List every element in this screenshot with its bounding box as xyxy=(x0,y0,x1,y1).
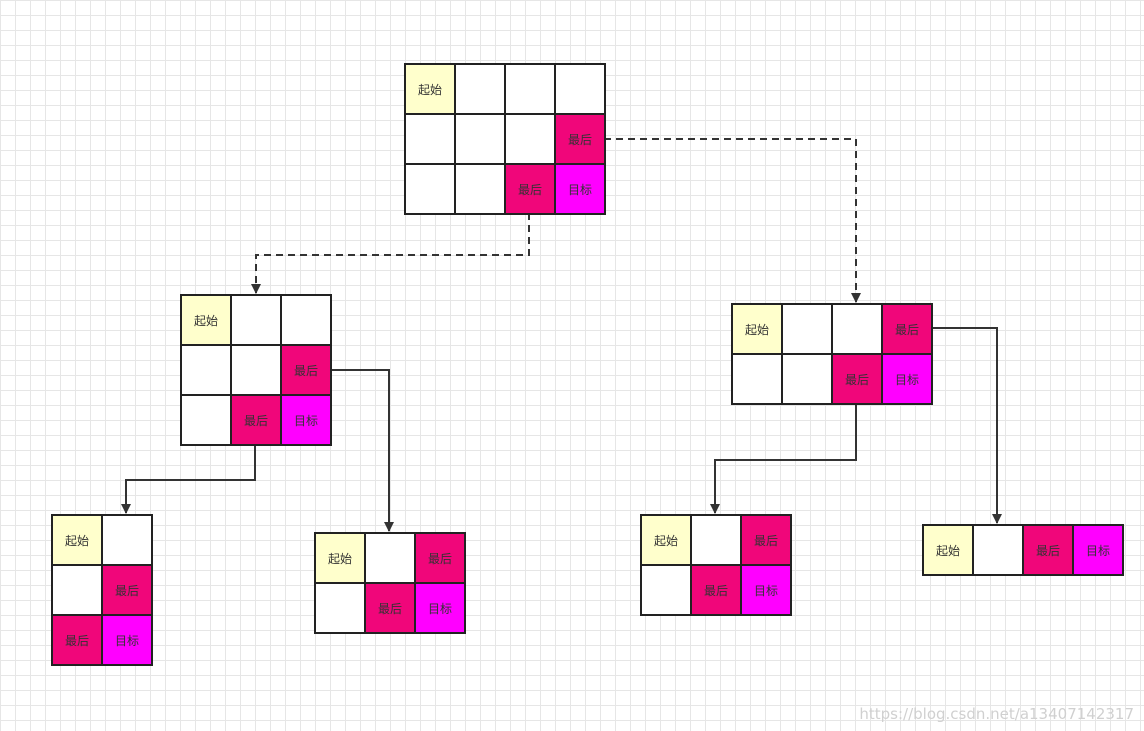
grid-right-right: 起始最后目标 xyxy=(922,524,1124,576)
cell-last: 最后 xyxy=(556,115,606,165)
cell-empty xyxy=(232,296,282,346)
grid-right-level1: 起始最后最后目标 xyxy=(731,303,933,405)
cell-last: 最后 xyxy=(1024,526,1074,576)
edge-root-to-right-level1 xyxy=(604,138,861,303)
cell-last: 最后 xyxy=(883,305,933,355)
cell-empty xyxy=(456,165,506,215)
cell-empty xyxy=(556,65,606,115)
cell-empty xyxy=(53,566,103,616)
cell-empty xyxy=(506,115,556,165)
cell-target: 目标 xyxy=(556,165,606,215)
cell-empty xyxy=(406,115,456,165)
cell-last: 最后 xyxy=(833,355,883,405)
cell-empty xyxy=(282,296,332,346)
cell-last: 最后 xyxy=(366,584,416,634)
cell-empty xyxy=(833,305,883,355)
cell-empty xyxy=(406,165,456,215)
cell-empty xyxy=(456,65,506,115)
cell-empty xyxy=(232,346,282,396)
cell-empty xyxy=(456,115,506,165)
grid-root: 起始最后最后目标 xyxy=(404,63,606,215)
cell-empty xyxy=(783,305,833,355)
grid-left-level1: 起始最后最后目标 xyxy=(180,294,332,446)
cell-empty xyxy=(366,534,416,584)
cell-last: 最后 xyxy=(282,346,332,396)
edge-right-level1-to-right-right xyxy=(931,327,1002,524)
cell-start: 起始 xyxy=(642,516,692,566)
cell-start: 起始 xyxy=(316,534,366,584)
cell-last: 最后 xyxy=(416,534,466,584)
cell-empty xyxy=(506,65,556,115)
cell-start: 起始 xyxy=(406,65,456,115)
cell-target: 目标 xyxy=(742,566,792,616)
grid-left-right: 起始最后最后目标 xyxy=(314,532,466,634)
cell-target: 目标 xyxy=(416,584,466,634)
cell-empty xyxy=(733,355,783,405)
edge-left-level1-to-left-left xyxy=(121,444,256,514)
cell-start: 起始 xyxy=(182,296,232,346)
edge-right-level1-to-right-left xyxy=(710,403,857,514)
grid-right-left: 起始最后最后目标 xyxy=(640,514,792,616)
grid-left-left: 起始最后最后目标 xyxy=(51,514,153,666)
cell-empty xyxy=(316,584,366,634)
cell-empty xyxy=(103,516,153,566)
cell-empty xyxy=(783,355,833,405)
cell-start: 起始 xyxy=(53,516,103,566)
watermark: https://blog.csdn.net/a13407142317 xyxy=(859,705,1134,723)
cell-last: 最后 xyxy=(506,165,556,215)
cell-last: 最后 xyxy=(103,566,153,616)
cell-last: 最后 xyxy=(232,396,282,446)
cell-target: 目标 xyxy=(103,616,153,666)
cell-empty xyxy=(974,526,1024,576)
cell-last: 最后 xyxy=(53,616,103,666)
cell-start: 起始 xyxy=(924,526,974,576)
cell-start: 起始 xyxy=(733,305,783,355)
cell-empty xyxy=(182,396,232,446)
cell-target: 目标 xyxy=(282,396,332,446)
edge-root-to-left-level1 xyxy=(251,213,530,294)
edge-left-level1-to-left-right xyxy=(330,369,394,532)
cell-last: 最后 xyxy=(692,566,742,616)
cell-last: 最后 xyxy=(742,516,792,566)
cell-target: 目标 xyxy=(883,355,933,405)
cell-empty xyxy=(642,566,692,616)
cell-empty xyxy=(182,346,232,396)
cell-empty xyxy=(692,516,742,566)
cell-target: 目标 xyxy=(1074,526,1124,576)
